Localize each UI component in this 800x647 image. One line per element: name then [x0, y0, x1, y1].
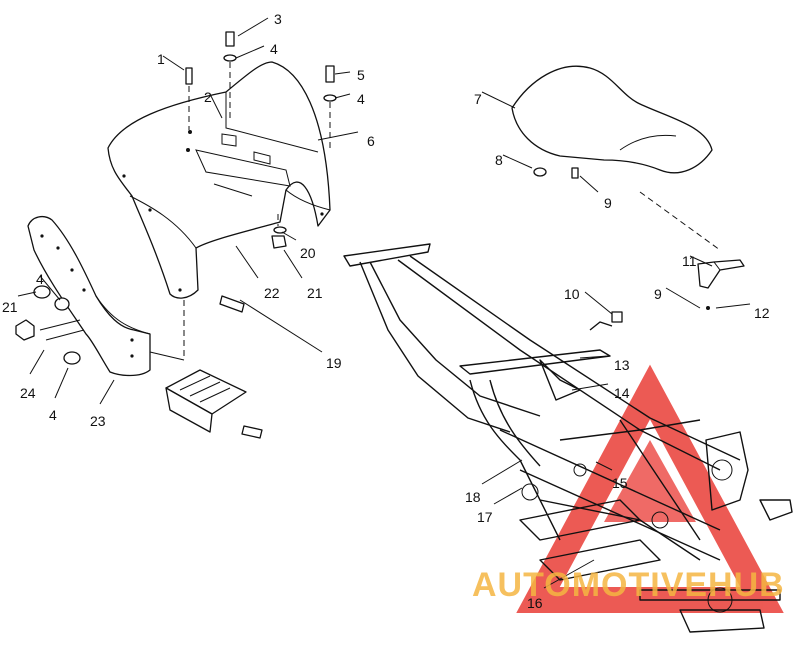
callout-label: 16	[527, 595, 543, 611]
side-panel	[27, 215, 185, 377]
callout-leader	[17, 291, 37, 297]
callout-label: 10	[564, 286, 580, 302]
callout-leader	[571, 383, 609, 391]
callout-label: 13	[614, 357, 630, 373]
callout-leader	[39, 275, 61, 301]
callout-leader	[237, 17, 269, 37]
callout-label: 7	[474, 91, 482, 107]
callout-label: 14	[614, 385, 630, 401]
callout-label: 21	[307, 285, 323, 301]
fasteners-left	[15, 285, 85, 365]
callout-leader	[99, 379, 115, 405]
callout-leader	[209, 93, 223, 119]
callout-label: 11	[682, 253, 697, 269]
callout-label: 2	[204, 89, 212, 105]
callout-label: 4	[270, 41, 278, 57]
callout-label: 8	[495, 152, 503, 168]
callout-label: 9	[604, 195, 612, 211]
callout-leader	[595, 461, 613, 471]
callout-leader	[579, 355, 609, 359]
callout-leader	[665, 287, 701, 309]
callout-label: 6	[367, 133, 375, 149]
footrest-bracket	[165, 295, 263, 439]
callout-label: 1	[157, 51, 165, 67]
callout-leader	[584, 291, 613, 315]
callout-label: 4	[36, 271, 44, 287]
watermark-text: AUTOMOTIVEHUB	[472, 566, 785, 604]
callout-leader	[481, 91, 516, 109]
seat-bracket	[611, 259, 745, 323]
callout-leader	[579, 175, 599, 193]
callout-leader	[29, 349, 45, 375]
callout-label: 19	[326, 355, 342, 371]
callout-leader	[281, 231, 297, 241]
callout-leader	[481, 459, 523, 485]
callout-leader	[689, 255, 713, 267]
callout-label: 22	[264, 285, 280, 301]
callout-leader	[502, 154, 533, 169]
callout-label: 4	[357, 91, 365, 107]
callout-label: 4	[49, 407, 57, 423]
callout-label: 21	[2, 299, 18, 315]
rear-fender	[107, 61, 331, 299]
callout-leader	[283, 249, 303, 279]
callout-leader	[239, 299, 323, 353]
callout-leader	[334, 71, 351, 75]
callout-label: 20	[300, 245, 316, 261]
callout-label: 24	[20, 385, 36, 401]
callout-leader	[715, 303, 751, 309]
callout-leader	[54, 367, 69, 399]
callout-leader	[235, 245, 259, 279]
callout-label: 23	[90, 413, 106, 429]
callout-label: 12	[754, 305, 770, 321]
callout-leader	[317, 131, 359, 141]
callout-leader	[493, 487, 523, 505]
fasteners-top	[185, 31, 337, 249]
main-frame	[343, 243, 793, 633]
callout-leader	[543, 559, 595, 589]
callout-leader	[235, 45, 265, 59]
callout-label: 5	[357, 67, 365, 83]
callout-leader	[162, 55, 185, 71]
callout-leaders	[17, 17, 751, 589]
callout-label: 3	[274, 11, 282, 27]
callout-label: 17	[477, 509, 493, 525]
callout-label: 18	[465, 489, 481, 505]
seat	[511, 65, 721, 251]
callout-leader	[334, 93, 351, 99]
callout-label: 15	[612, 475, 628, 491]
callout-label: 9	[654, 286, 662, 302]
